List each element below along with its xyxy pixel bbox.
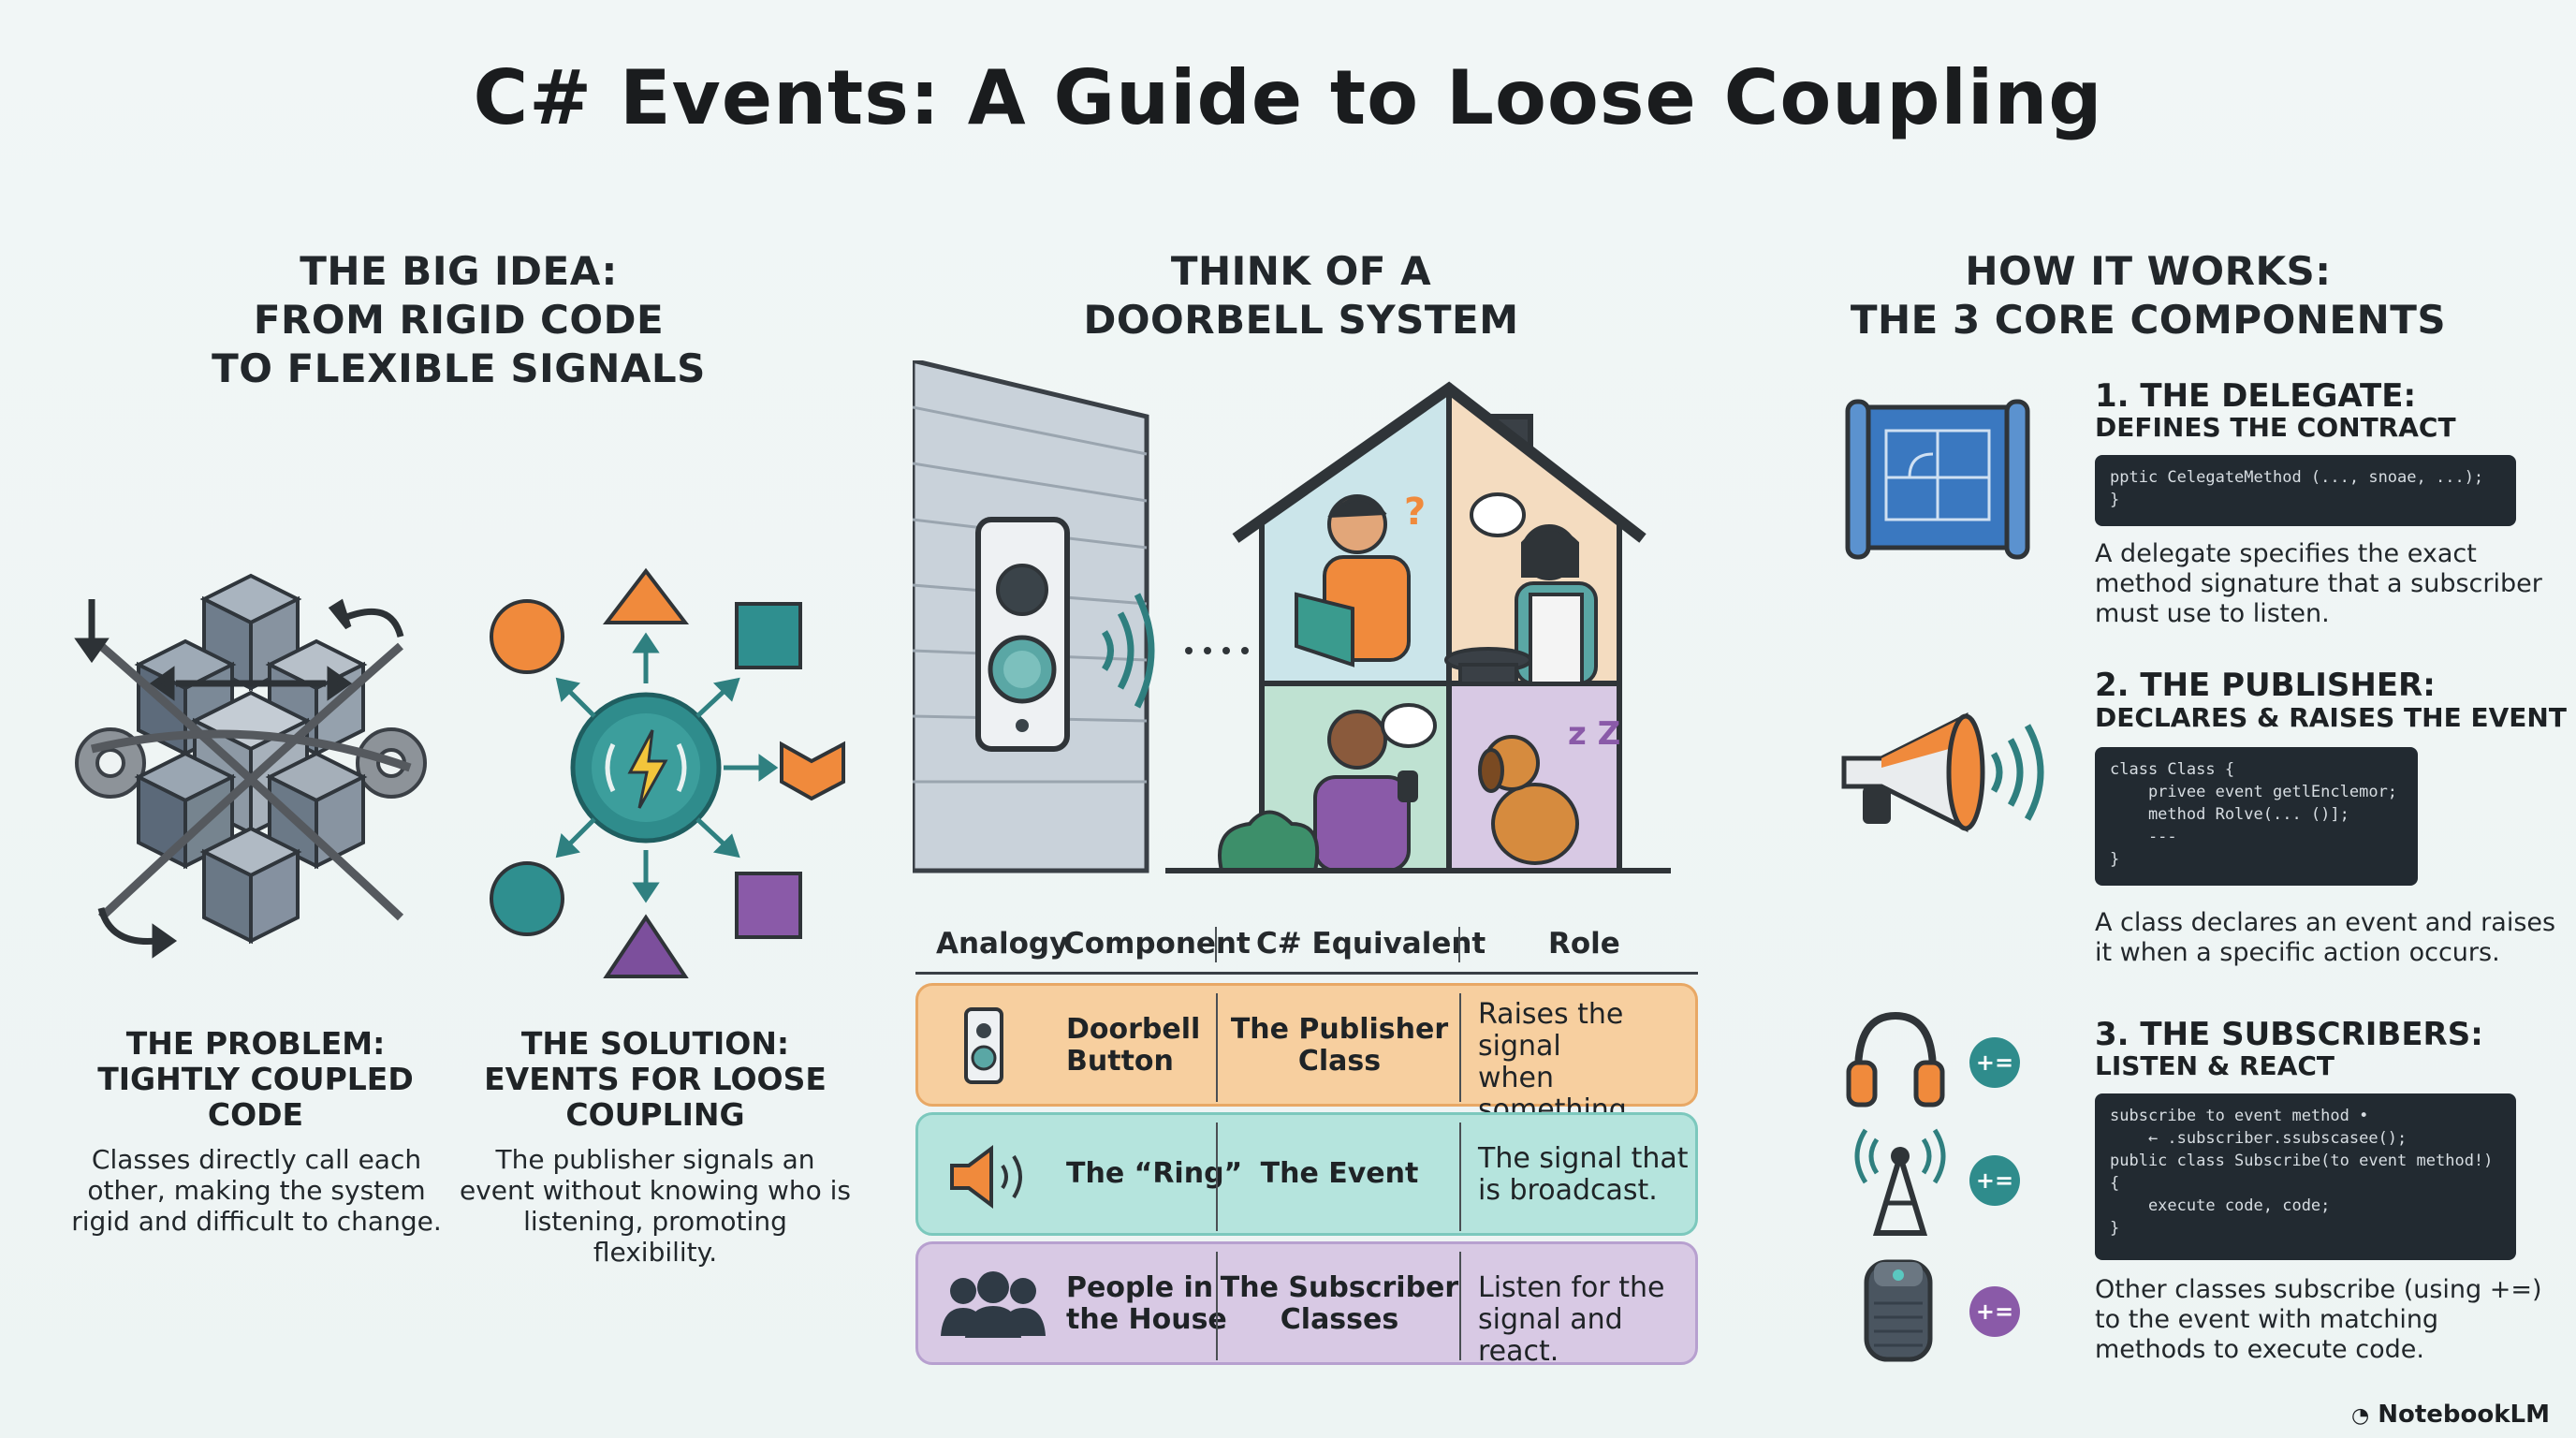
arrow-icons [555,632,779,903]
table-row: The “Ring” The Event The signal that is … [915,1112,1698,1236]
table-row: People in the House The Subscriber Class… [915,1241,1698,1368]
divider [1459,1252,1461,1360]
how-it-works-heading: HOW IT WORKS: THE 3 CORE COMPONENTS [1850,248,2447,343]
cooking-person [1444,492,1598,685]
table-header-role: Role [1548,927,1620,961]
doorbell-button-icon [975,517,1070,752]
arrow-icons [74,598,404,959]
reading-person: ? [1295,491,1426,668]
row-equivalent: The Publisher Class [1230,1013,1449,1078]
orange-circle-shape [490,599,564,674]
delegate-title: 1. THE DELEGATE: [2095,377,2417,415]
phone-person [1313,703,1437,873]
row-component: The “Ring” [1066,1157,1243,1190]
solution-title: THE SOLUTION: EVENTS FOR LOOSE COUPLING [484,1025,827,1133]
subscribers-description: Other classes subscribe (using +=) to th… [2095,1275,2542,1364]
doorbell-house-illustration: ? z Z [913,360,1671,873]
publisher-title: 2. THE PUBLISHER: [2095,667,2436,704]
purple-triangle-shape [603,914,689,978]
table-header-rule [915,972,1698,975]
teal-circle-shape [490,861,564,936]
teal-square-shape [735,602,802,669]
smart-speaker-icon [1864,1259,1933,1362]
solution-description: The publisher signals an event without k… [459,1144,852,1268]
delegate-code-block: pptic CelegateMethod (..., snoae, ...);} [2095,455,2516,526]
notebooklm-brand: ◔ NotebookLM [2350,1401,2550,1429]
divider [1216,1252,1218,1360]
svg-text:z Z: z Z [1568,715,1620,753]
orange-hexagon-shape [780,741,845,801]
row-component: Doorbell Button [1066,1013,1201,1078]
tightly-coupled-illustration [74,573,427,959]
table-row: Doorbell Button The Publisher Class Rais… [915,983,1698,1158]
subscribers-code-block: subscribe to event method • ← .subscribe… [2095,1093,2516,1260]
divider [1216,993,1218,1102]
row-role: Listen for the signal and react. [1478,1271,1665,1368]
divider [1216,1123,1218,1231]
orange-triangle-shape [602,567,690,624]
purple-square-shape [735,872,802,939]
dog: z Z [1478,715,1620,865]
radio-tower-icon [1854,1128,1946,1236]
problem-title: THE PROBLEM: TIGHTLY COUPLED CODE [97,1025,414,1133]
notebooklm-logo-icon: ◔ [2350,1404,2370,1428]
cube-cluster [134,573,368,945]
publisher-subtitle: DECLARES & RAISES THE EVENT [2095,702,2567,733]
delegate-description: A delegate specifies the exact method si… [2095,539,2542,628]
publisher-description: A class declares an event and raises it … [2095,908,2556,967]
delegate-subtitle: DEFINES THE CONTRACT [2095,412,2456,443]
dotted-connector [1185,647,1249,654]
doorbell-heading: THINK OF A DOORBELL SYSTEM [1083,248,1519,343]
row-equivalent: The Subscriber Classes [1220,1271,1459,1336]
chain-links [90,642,412,921]
row-role: The signal that is broadcast. [1478,1142,1689,1207]
problem-description: Classes directly call each other, making… [71,1144,442,1237]
doorbell-icon [964,1007,1003,1084]
row-equivalent: The Event [1260,1157,1419,1190]
divider [1459,993,1461,1102]
publisher-code-block: class Class { privee event getlEnclemor;… [2095,747,2418,886]
table-header-analogy: Analogy [936,927,1069,961]
headphones-icon [1846,1011,1945,1108]
subscribe-badge: += [1969,1155,2020,1206]
speaker-icon [950,1145,1022,1209]
big-idea-heading: THE BIG IDEA: FROM RIGID CODE TO FLEXIBL… [212,248,706,391]
subscribers-title: 3. THE SUBSCRIBERS: [2095,1016,2483,1053]
sound-waves-icon [1101,593,1155,709]
subscribers-subtitle: LISTEN & REACT [2095,1050,2335,1081]
divider [1215,927,1217,962]
table-header-component: Component [1063,927,1251,961]
megaphone-icon [1841,712,2044,833]
table-header-csharp-equivalent: C# Equivalent [1256,927,1486,961]
divider [1459,1123,1461,1231]
blueprint-icon [1845,399,2030,560]
svg-text:?: ? [1404,491,1426,534]
subscribe-badge: += [1969,1286,2020,1337]
page-title: C# Events: A Guide to Loose Coupling [473,54,2103,141]
bush [1218,810,1320,873]
event-hub-illustration [490,567,845,978]
people-icon [941,1271,1046,1338]
divider [1458,927,1460,962]
row-component: People in the House [1066,1271,1227,1336]
subscribe-badge: += [1969,1037,2020,1088]
signal-hub-icon [570,692,722,844]
